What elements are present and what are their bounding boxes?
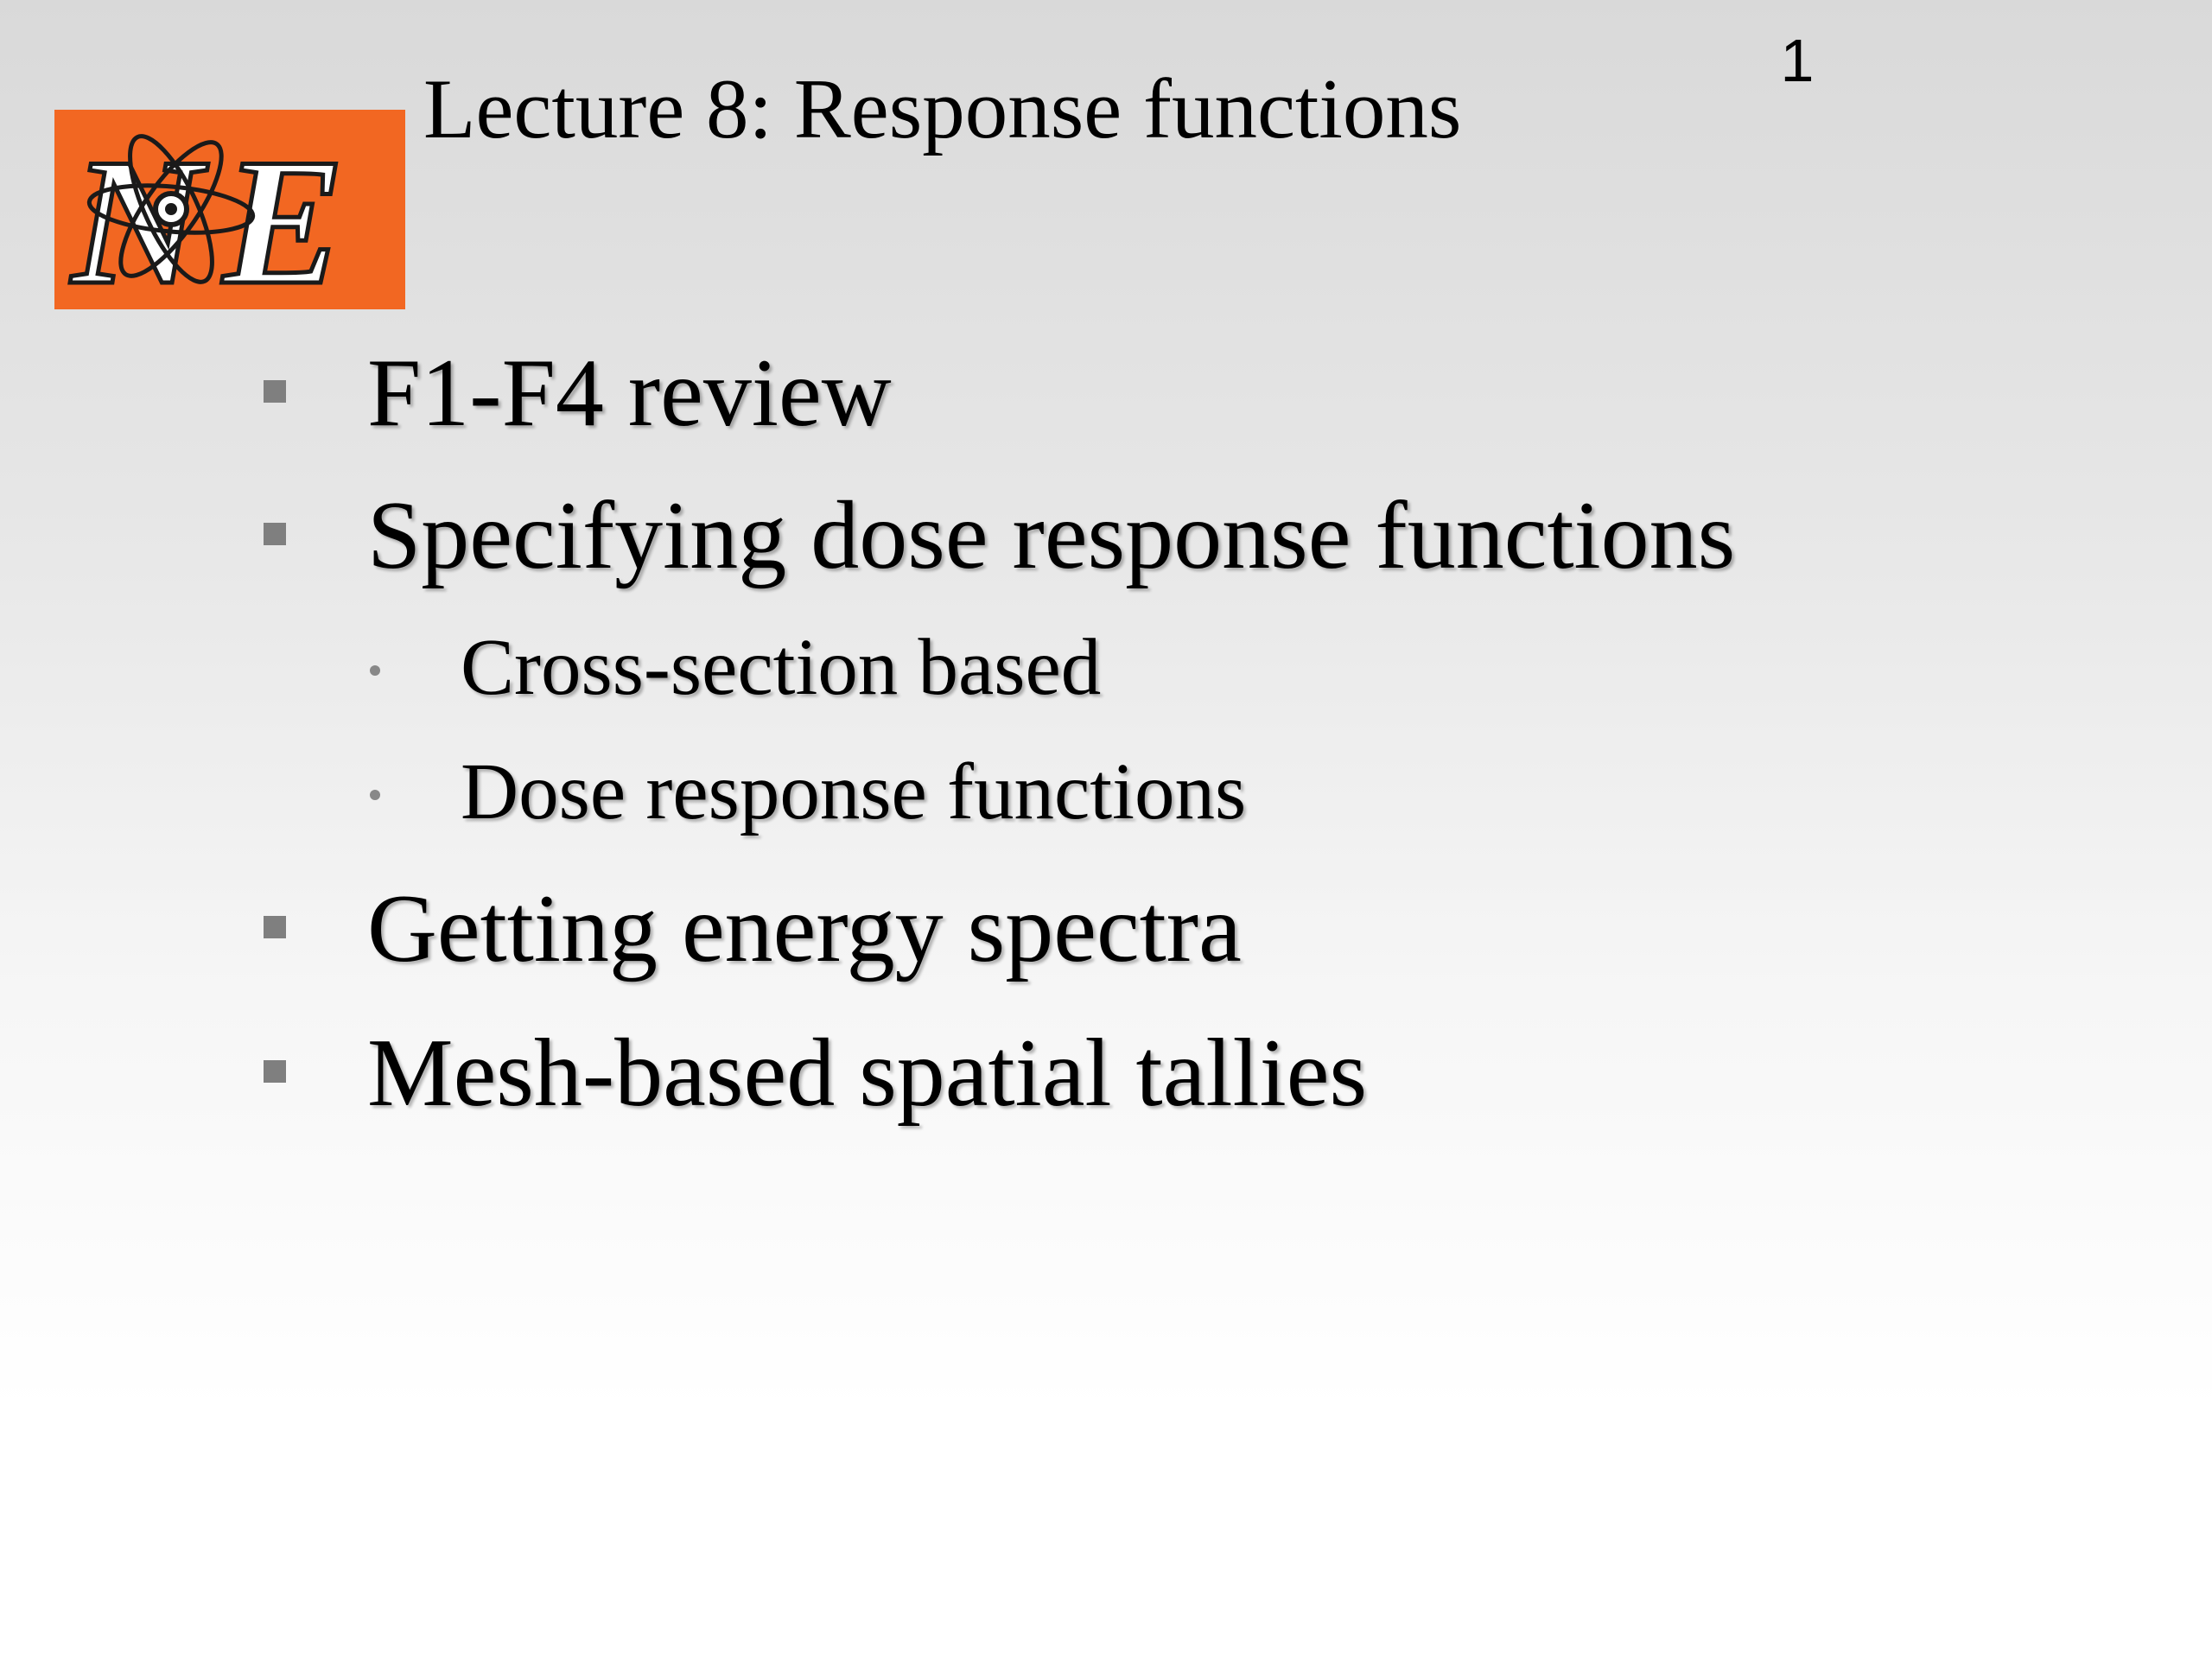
- bullet-text: Getting energy spectra: [367, 875, 1242, 982]
- bullet-text: Specifying dose response functions: [367, 482, 1736, 589]
- slide-title: Lecture 8: Response functions: [423, 62, 1462, 156]
- slide-number: 1: [1780, 27, 1815, 94]
- ne-logo: N E: [54, 110, 405, 309]
- square-bullet-icon: [264, 1060, 286, 1083]
- bullet-item: F1-F4 review: [264, 337, 892, 449]
- square-bullet-icon: [264, 380, 286, 403]
- bullet-text: Mesh-based spatial tallies: [367, 1020, 1368, 1127]
- bullet-item: Mesh-based spatial tallies: [264, 1017, 1368, 1129]
- bullet-text: F1-F4 review: [367, 340, 892, 447]
- dot-bullet-icon: [370, 665, 380, 676]
- square-bullet-icon: [264, 916, 286, 938]
- bullet-item: Specifying dose response functions: [264, 480, 1736, 592]
- svg-text:E: E: [221, 122, 344, 309]
- bullet-text: Cross-section based: [461, 623, 1102, 712]
- bullet-item: Getting energy spectra: [264, 873, 1242, 985]
- atom-icon: N E: [68, 120, 346, 310]
- sub-bullet-item: Cross-section based: [370, 620, 1102, 715]
- square-bullet-icon: [264, 523, 286, 545]
- bullet-text: Dose response functions: [461, 747, 1247, 836]
- dot-bullet-icon: [370, 790, 380, 800]
- sub-bullet-item: Dose response functions: [370, 745, 1247, 840]
